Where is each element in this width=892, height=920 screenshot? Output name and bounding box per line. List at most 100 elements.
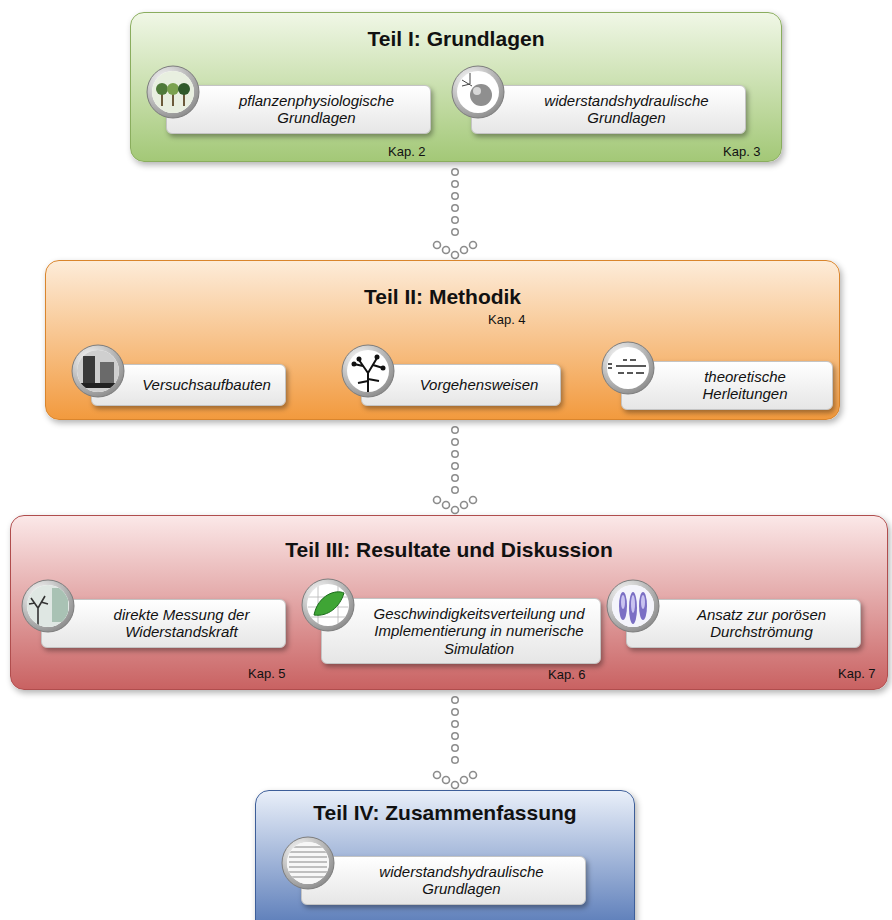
icon-face — [347, 350, 389, 392]
icon-part — [610, 583, 656, 629]
icon-picture — [352, 355, 386, 394]
chapter-box: Versuchsaufbauten — [91, 364, 286, 406]
dotted-connector-fill — [453, 172, 458, 239]
icon-part — [100, 362, 114, 384]
icon-face — [307, 584, 349, 626]
arrow-dot — [470, 242, 477, 249]
icon-part — [462, 73, 472, 86]
icon-part — [357, 357, 362, 362]
box-text: direkte Messung der Widerstandskraft — [88, 606, 275, 641]
icon-part — [375, 355, 380, 360]
chapter-box: widerstandshydraulische Grundlagen — [471, 85, 746, 134]
section-panel: Teil III: Resultate und Diskussion direkt… — [10, 515, 888, 690]
arrow-dot — [461, 502, 468, 509]
icon-picture — [308, 585, 348, 627]
chapter-box: Ansatz zur porösen Durchströmung — [626, 599, 861, 648]
dotted-connector-group — [434, 172, 477, 259]
icon-part — [639, 592, 647, 620]
dotted-connector-group — [434, 430, 477, 514]
icon-part — [289, 851, 327, 852]
arrow-dot — [470, 772, 477, 779]
arrow-dot — [461, 247, 468, 254]
chapter-icon — [145, 64, 201, 120]
arrow-dot — [452, 782, 459, 789]
icon-part — [78, 383, 118, 388]
chapter-label: Kap. 3 — [723, 144, 761, 159]
dotted-arrowhead — [434, 242, 477, 259]
section-panel: Teil II: MethodikVersuchsaufbauten Vorgeh… — [45, 260, 840, 420]
icon-face — [607, 347, 649, 389]
chapter-label: Kap. 7 — [838, 666, 876, 681]
panel-title: Teil III: Resultate und Diskussion — [11, 538, 887, 562]
icon-part — [150, 69, 196, 115]
box-text: pflanzenphysiologische Grundlagen — [213, 92, 420, 127]
icon-rim — [282, 837, 334, 889]
icon-part — [631, 595, 635, 613]
box-text: widerstandshydraulische Grundlagen — [518, 92, 735, 127]
chapter-box: pflanzenphysiologische Grundlagen — [166, 85, 431, 134]
icon-face — [457, 71, 499, 113]
chapter-icon — [70, 343, 126, 399]
chapter-label: Kap. 2 — [388, 144, 426, 159]
section-panel: Teil I: Grundlagen pflanzenphysiologische… — [130, 12, 782, 162]
icon-picture — [285, 840, 331, 886]
icon-picture — [462, 73, 492, 106]
dotted-arrowhead — [434, 497, 477, 514]
box-text: theoretische Herleitungen — [668, 368, 822, 403]
box-text: Ansatz zur porösen Durchströmung — [673, 606, 850, 641]
box-text: widerstandshydraulische Grundlagen — [348, 863, 575, 898]
icon-part — [52, 588, 68, 622]
chapter-icon — [600, 340, 656, 396]
dotted-connector-fill — [453, 700, 458, 769]
icon-rim — [342, 345, 394, 397]
arrow-dot — [443, 777, 450, 784]
arrow-dot — [443, 502, 450, 509]
icon-part — [473, 87, 481, 95]
chapter-icon — [20, 578, 76, 634]
icon-part — [178, 83, 190, 95]
chapter-icon — [300, 577, 356, 633]
dotted-connector — [451, 700, 459, 769]
arrow-dot — [461, 777, 468, 784]
icon-part — [619, 592, 627, 620]
icon-part — [352, 362, 357, 367]
icon-picture — [608, 360, 646, 373]
icon-picture — [150, 69, 196, 115]
icon-part — [308, 585, 348, 627]
icon-part — [381, 366, 386, 371]
chapter-icon — [450, 64, 506, 120]
icon-part — [75, 348, 121, 394]
icon-picture — [25, 583, 71, 629]
icon-part — [285, 840, 331, 886]
icon-part — [621, 595, 625, 609]
chapter-box: Geschwindigkeitsverteilung und Implement… — [321, 598, 601, 664]
panel-title: Teil II: Methodik — [46, 285, 839, 309]
icon-part — [156, 83, 168, 95]
chapter-label: Kap. 6 — [548, 667, 586, 682]
icon-part — [167, 83, 179, 95]
icon-part — [608, 360, 646, 373]
chapter-box: Vorgehensweisen — [361, 364, 561, 406]
dotted-connector — [451, 172, 459, 239]
icon-part — [354, 358, 383, 393]
icon-part — [289, 871, 327, 872]
arrow-dot — [434, 772, 441, 779]
icon-picture — [75, 348, 121, 394]
icon-part — [629, 592, 637, 624]
icon-part — [29, 596, 48, 626]
box-text: Geschwindigkeitsverteilung und Implement… — [368, 605, 590, 657]
arrow-dot — [443, 247, 450, 254]
arrow-dot — [452, 507, 459, 514]
panel-title: Teil I: Grundlagen — [131, 27, 781, 51]
icon-rim — [147, 66, 199, 118]
icon-part — [470, 84, 492, 106]
chapter-icon — [605, 578, 661, 634]
icon-part — [183, 94, 185, 106]
icon-part — [172, 94, 174, 106]
icon-part — [289, 866, 327, 867]
icon-part — [314, 592, 344, 615]
dotted-connector-group — [434, 700, 477, 789]
box-text: Versuchsaufbauten — [142, 376, 271, 393]
icon-rim — [72, 345, 124, 397]
icon-part — [289, 861, 327, 862]
